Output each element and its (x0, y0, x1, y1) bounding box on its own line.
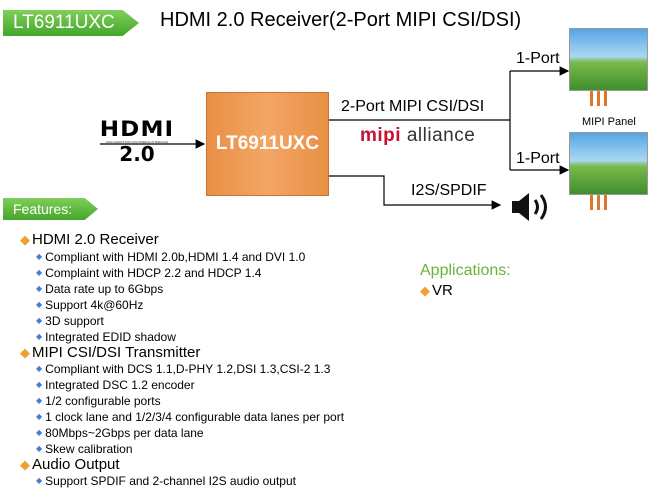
feature-item: Compliant with DCS 1.1,D-PHY 1.2,DSI 1.3… (36, 362, 330, 376)
feature-item: Integrated DSC 1.2 encoder (36, 378, 194, 392)
feature-heading-hdmi: HDMI 2.0 Receiver (20, 232, 159, 248)
port1-label: 1-Port (516, 50, 560, 67)
mipi-panel-label: MIPI Panel (582, 116, 636, 128)
feature-heading-mipi: MIPI CSI/DSI Transmitter (20, 345, 200, 361)
feature-item: Skew calibration (36, 442, 132, 456)
feature-item: 1/2 configurable ports (36, 394, 160, 408)
mipi-panel-image-1 (569, 28, 648, 91)
i2s-spdif-label: I2S/SPDIF (411, 182, 487, 199)
csi-dsi-label: 2-Port MIPI CSI/DSI (341, 98, 485, 115)
hdmi-logo: HDMI HIGH-DEFINITION MULTIMEDIA INTERFAC… (97, 118, 177, 164)
feature-item: Support 4k@60Hz (36, 298, 143, 312)
feature-item: Complaint with HDCP 2.2 and HDCP 1.4 (36, 266, 261, 280)
speaker-icon (512, 193, 547, 221)
page-title: HDMI 2.0 Receiver(2-Port MIPI CSI/DSI) (160, 9, 522, 31)
feature-item: Support SPDIF and 2-channel I2S audio ou… (36, 474, 296, 488)
hdmi-logo-tagline: HIGH-DEFINITION MULTIMEDIA INTERFACE (105, 140, 169, 144)
mipi-panel-image-2 (569, 132, 648, 195)
audio-output-arrow (329, 175, 502, 210)
feature-item: 3D support (36, 314, 104, 328)
applications-title: Applications: (420, 262, 511, 279)
feature-item: Data rate up to 6Gbps (36, 282, 163, 296)
application-item: VR (420, 282, 453, 299)
feature-heading-audio: Audio Output (20, 457, 120, 473)
mipi-alliance-logo: mipi alliance (360, 125, 475, 147)
hdmi-logo-word: HDMI (99, 117, 175, 141)
port2-label: 1-Port (516, 150, 560, 167)
chip-label: LT6911UXC (215, 133, 320, 154)
feature-item: 1 clock lane and 1/2/3/4 configurable da… (36, 410, 344, 424)
features-badge: Features: (3, 198, 98, 220)
feature-item: Compliant with HDMI 2.0b,HDMI 1.4 and DV… (36, 250, 305, 264)
hdmi-logo-version: 2.0 (119, 142, 155, 166)
mipi-logo-suffix: alliance (406, 125, 476, 146)
product-badge: LT6911UXC (3, 10, 139, 36)
chip-block: LT6911UXC (206, 92, 329, 196)
feature-item: Integrated EDID shadow (36, 330, 176, 344)
mipi-logo-prefix: mipi (360, 125, 402, 146)
panel-2-flex-cable (590, 195, 607, 210)
panel-1-flex-cable (590, 91, 607, 106)
feature-item: 80Mbps~2Gbps per data lane (36, 426, 203, 440)
